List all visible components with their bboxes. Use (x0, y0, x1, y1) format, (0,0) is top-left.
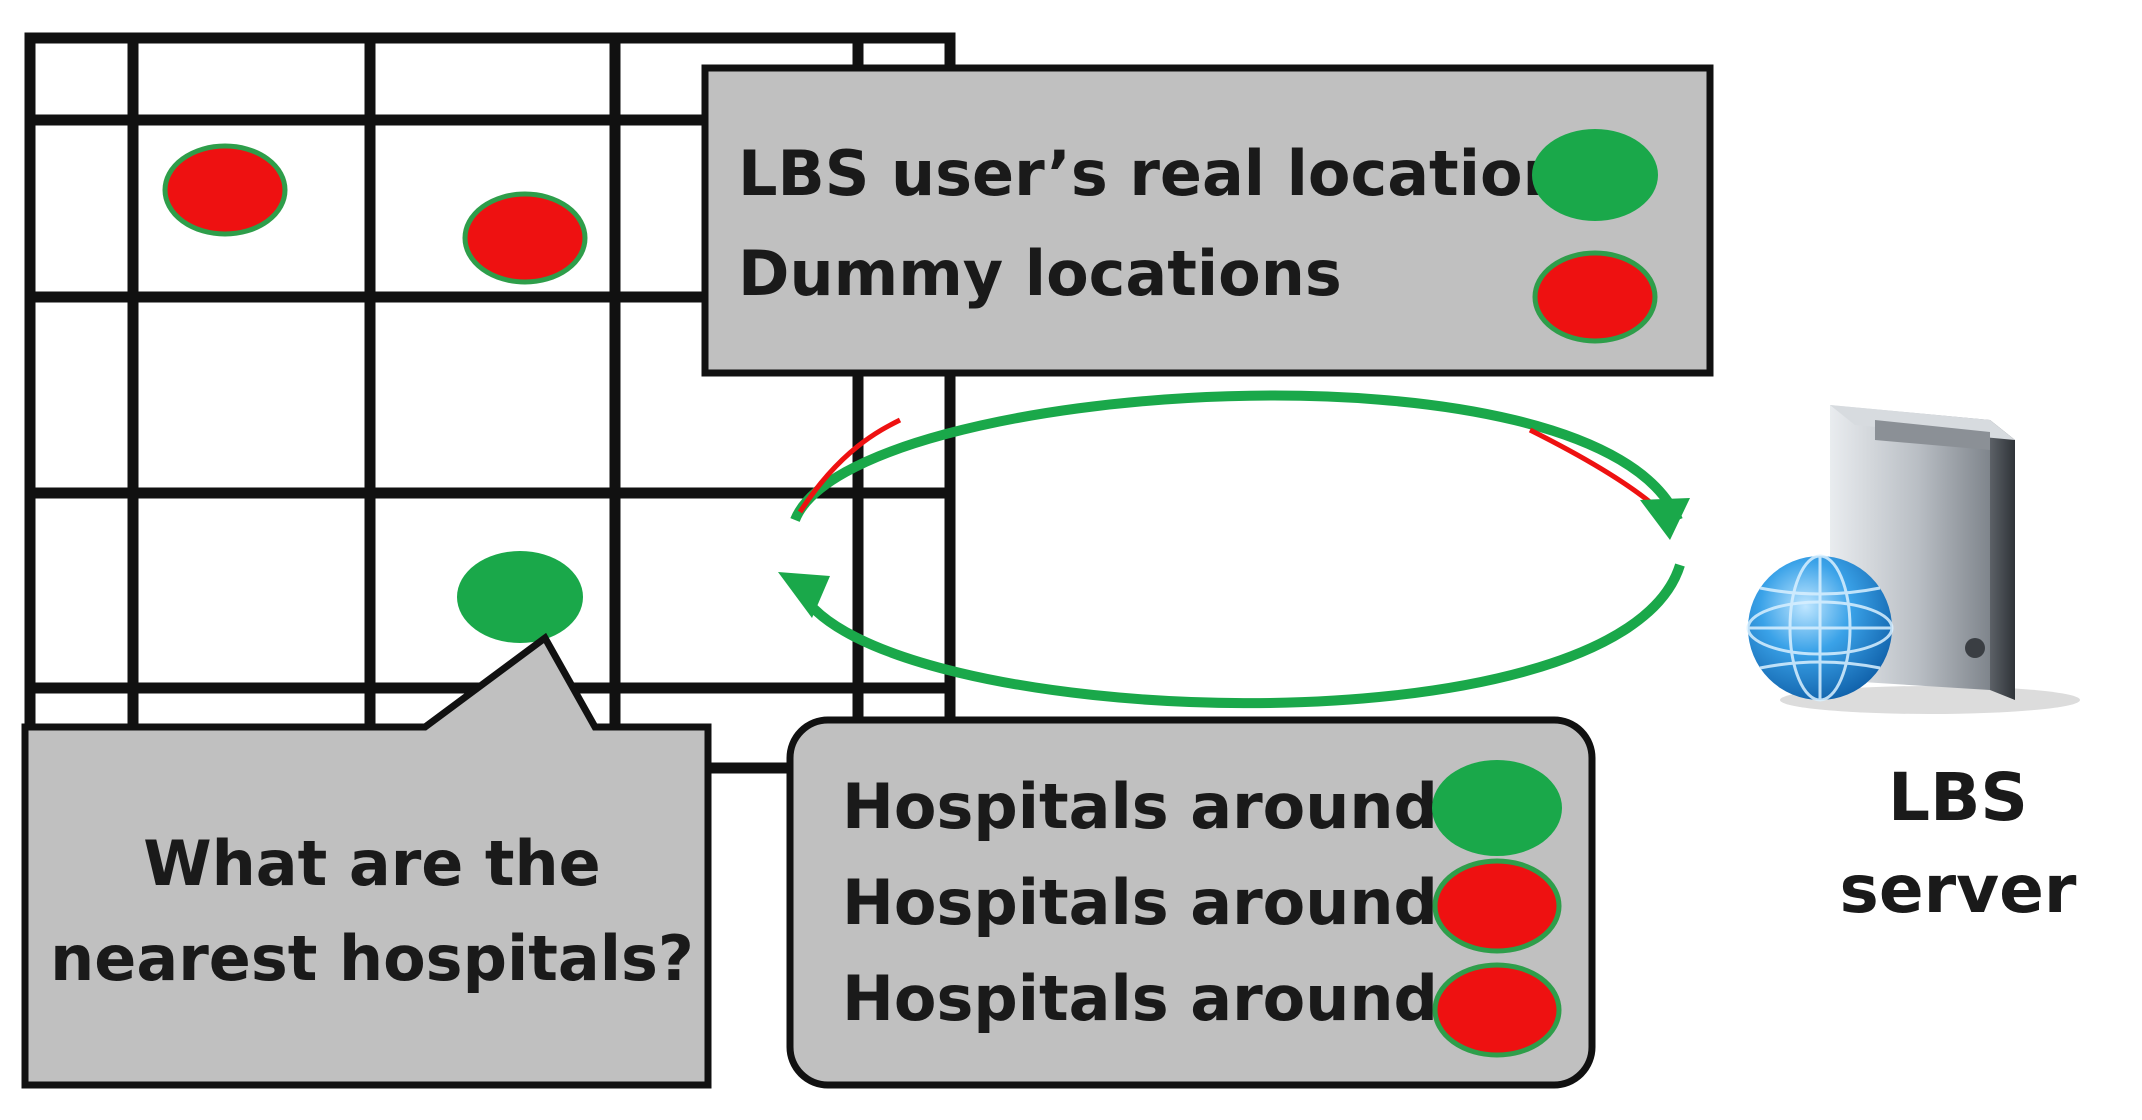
result-label-1: Hospitals around (842, 770, 1438, 843)
server-label-line2: server (1840, 851, 2077, 928)
real-location-legend-marker (1532, 129, 1658, 221)
request-arrowhead (1640, 498, 1690, 540)
dummy-location-legend-marker (1532, 250, 1658, 344)
request-arrow-highlight (797, 417, 902, 514)
result-dummy-marker (1432, 962, 1562, 1058)
result-label-3: Hospitals around (842, 962, 1438, 1035)
dummy-location-marker (162, 143, 288, 237)
results-box-background (786, 716, 1596, 1089)
result-real-marker (1432, 760, 1562, 856)
query-text-line2: nearest hospitals? (50, 922, 694, 995)
response-arrow (795, 563, 1685, 709)
globe-icon-grid (1746, 554, 1894, 702)
server-power-button (1965, 638, 1985, 658)
dummy-location-marker (462, 191, 588, 285)
result-dummy-marker (1432, 858, 1562, 954)
server-icon (1746, 405, 2080, 714)
request-arrow (790, 390, 1683, 522)
results-box: Hospitals around Hospitals around Hospit… (786, 716, 1596, 1089)
legend-real-label: LBS user’s real location (738, 137, 1567, 210)
server-tower-side (1990, 420, 2015, 700)
result-label-2: Hospitals around (842, 866, 1438, 939)
real-location-marker (457, 551, 583, 643)
server-tower-vent (1875, 420, 1990, 450)
server-label-line1: LBS (1888, 759, 2028, 836)
legend-dummy-label: Dummy locations (738, 237, 1342, 310)
exchange-arrows (778, 390, 1690, 709)
query-bubble-background (21, 632, 712, 1089)
response-arrowhead (778, 572, 830, 618)
query-text-line1: What are the (143, 827, 600, 900)
query-bubble: What are the nearest hospitals? (21, 632, 712, 1089)
legend-box: LBS user’s real location Dummy locations (701, 64, 1714, 377)
